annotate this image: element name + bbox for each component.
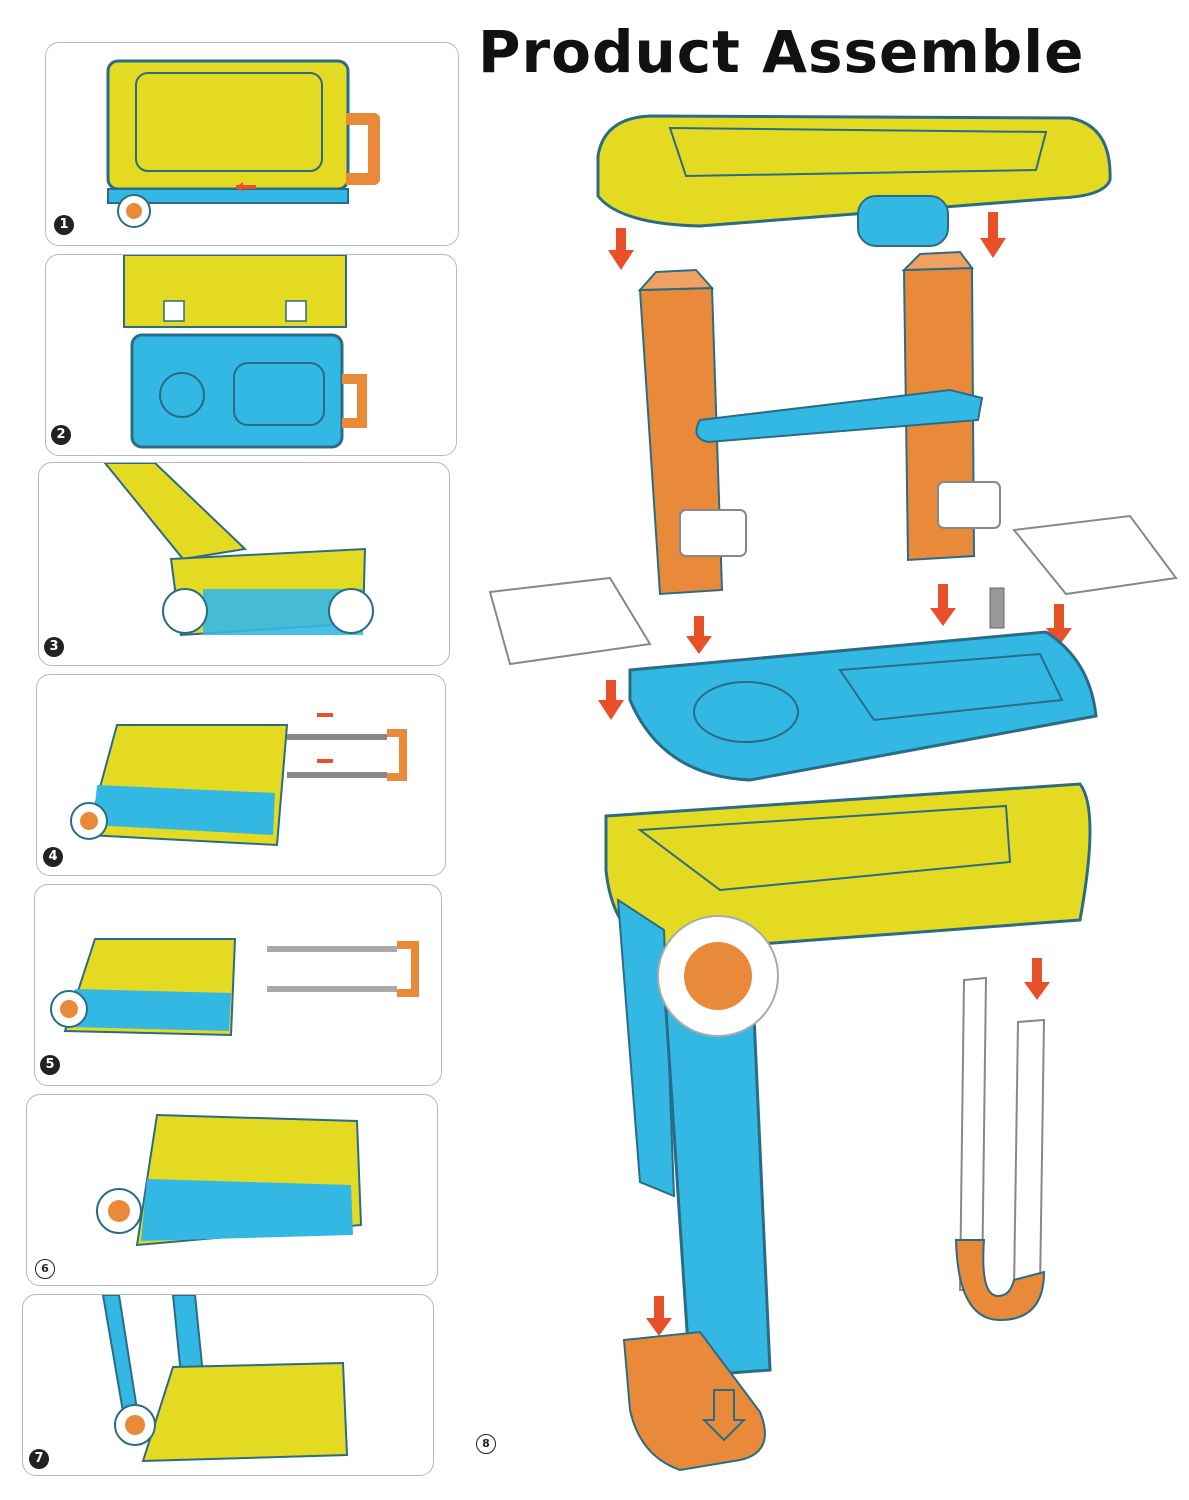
step-1-illustration [106, 59, 380, 228]
step-4-illustration [70, 713, 407, 847]
step-5-panel: 5 [34, 884, 442, 1086]
tabletop-lid [596, 114, 1112, 228]
step-5-number: 5 [40, 1055, 60, 1075]
step-2-illustration [123, 255, 367, 449]
step-6-illustration [96, 1113, 363, 1247]
step-1-panel: 1 [45, 42, 459, 246]
step-4-panel: 4 [36, 674, 446, 876]
step-3-panel: 3 [38, 462, 450, 666]
step-5-illustration [50, 938, 419, 1037]
step-7-number: 7 [29, 1449, 49, 1469]
step-1-number: 1 [54, 215, 74, 235]
page-title: Product Assemble [478, 18, 1085, 86]
step-7-panel: 7 [22, 1294, 434, 1476]
step-6-number: 6 [35, 1259, 55, 1279]
step-2-number: 2 [51, 425, 71, 445]
step-7-illustration [101, 1295, 349, 1463]
step-2-panel: 2 [45, 254, 457, 456]
step-4-number: 4 [43, 847, 63, 867]
step-8-number: 8 [476, 1434, 496, 1454]
step-6-panel: 6 [26, 1094, 438, 1286]
step-3-illustration [103, 463, 374, 637]
step-3-number: 3 [44, 637, 64, 657]
